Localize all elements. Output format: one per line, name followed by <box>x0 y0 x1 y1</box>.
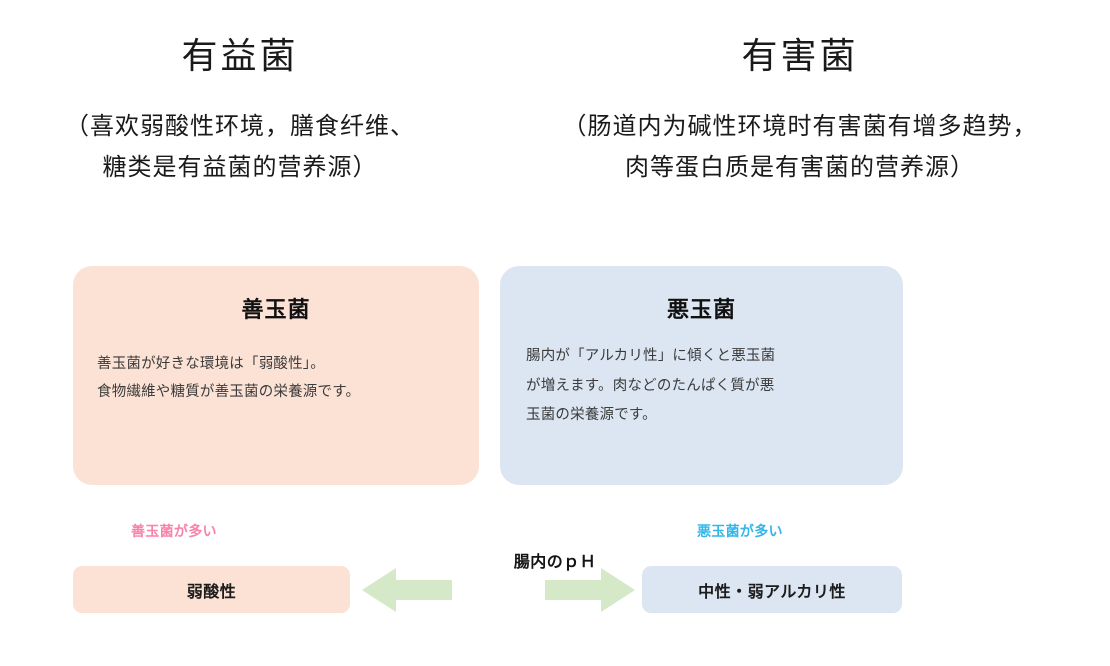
ph-scale-section: 善玉菌が多い 悪玉菌が多い 腸内のｐＨ 弱酸性 中性・弱アルカリ性 <box>0 510 1110 630</box>
left-heading-block: 有益菌 （喜欢弱酸性环境，膳食纤维、 糖类是有益菌的营养源） <box>5 34 475 190</box>
good-bacteria-majority-tag: 善玉菌が多い <box>131 523 217 539</box>
ph-scale-center-label: 腸内のｐＨ <box>513 554 597 571</box>
acidic-bar: 弱酸性 <box>73 566 350 613</box>
left-heading-title: 有益菌 <box>181 36 299 76</box>
bad-bacteria-card-title: 悪玉菌 <box>666 297 736 322</box>
bad-bacteria-card-body: 腸内が「アルカリ性」に傾くと悪玉菌 が増えます。肉などのたんぱく質が悪 玉菌の栄… <box>526 348 776 424</box>
arrow-right-icon <box>545 566 635 619</box>
right-heading-block: 有害菌 （肠道内为碱性环境时有害菌有增多趋势， 肉等蛋白质是有害菌的营养源） <box>520 34 1080 190</box>
good-bacteria-card-title: 善玉菌 <box>241 297 311 322</box>
alkaline-bar: 中性・弱アルカリ性 <box>642 566 902 613</box>
bad-bacteria-card: 悪玉菌 腸内が「アルカリ性」に傾くと悪玉菌 が増えます。肉などのたんぱく質が悪 … <box>500 266 903 485</box>
bad-bacteria-majority-tag: 悪玉菌が多い <box>697 523 783 539</box>
right-heading-title: 有害菌 <box>741 36 859 76</box>
good-bacteria-card-body: 善玉菌が好きな環境は「弱酸性」。 食物繊維や糖質が善玉菌の栄養源です。 <box>97 356 361 401</box>
arrow-left-icon <box>362 566 452 619</box>
good-bacteria-card: 善玉菌 善玉菌が好きな環境は「弱酸性」。 食物繊維や糖質が善玉菌の栄養源です。 <box>73 266 479 485</box>
right-heading-subtitle: （肠道内为碱性环境时有害菌有增多趋势， 肉等蛋白质是有害菌的营养源） <box>562 114 1038 182</box>
left-heading-subtitle: （喜欢弱酸性环境，膳食纤维、 糖类是有益菌的营养源） <box>65 114 415 182</box>
